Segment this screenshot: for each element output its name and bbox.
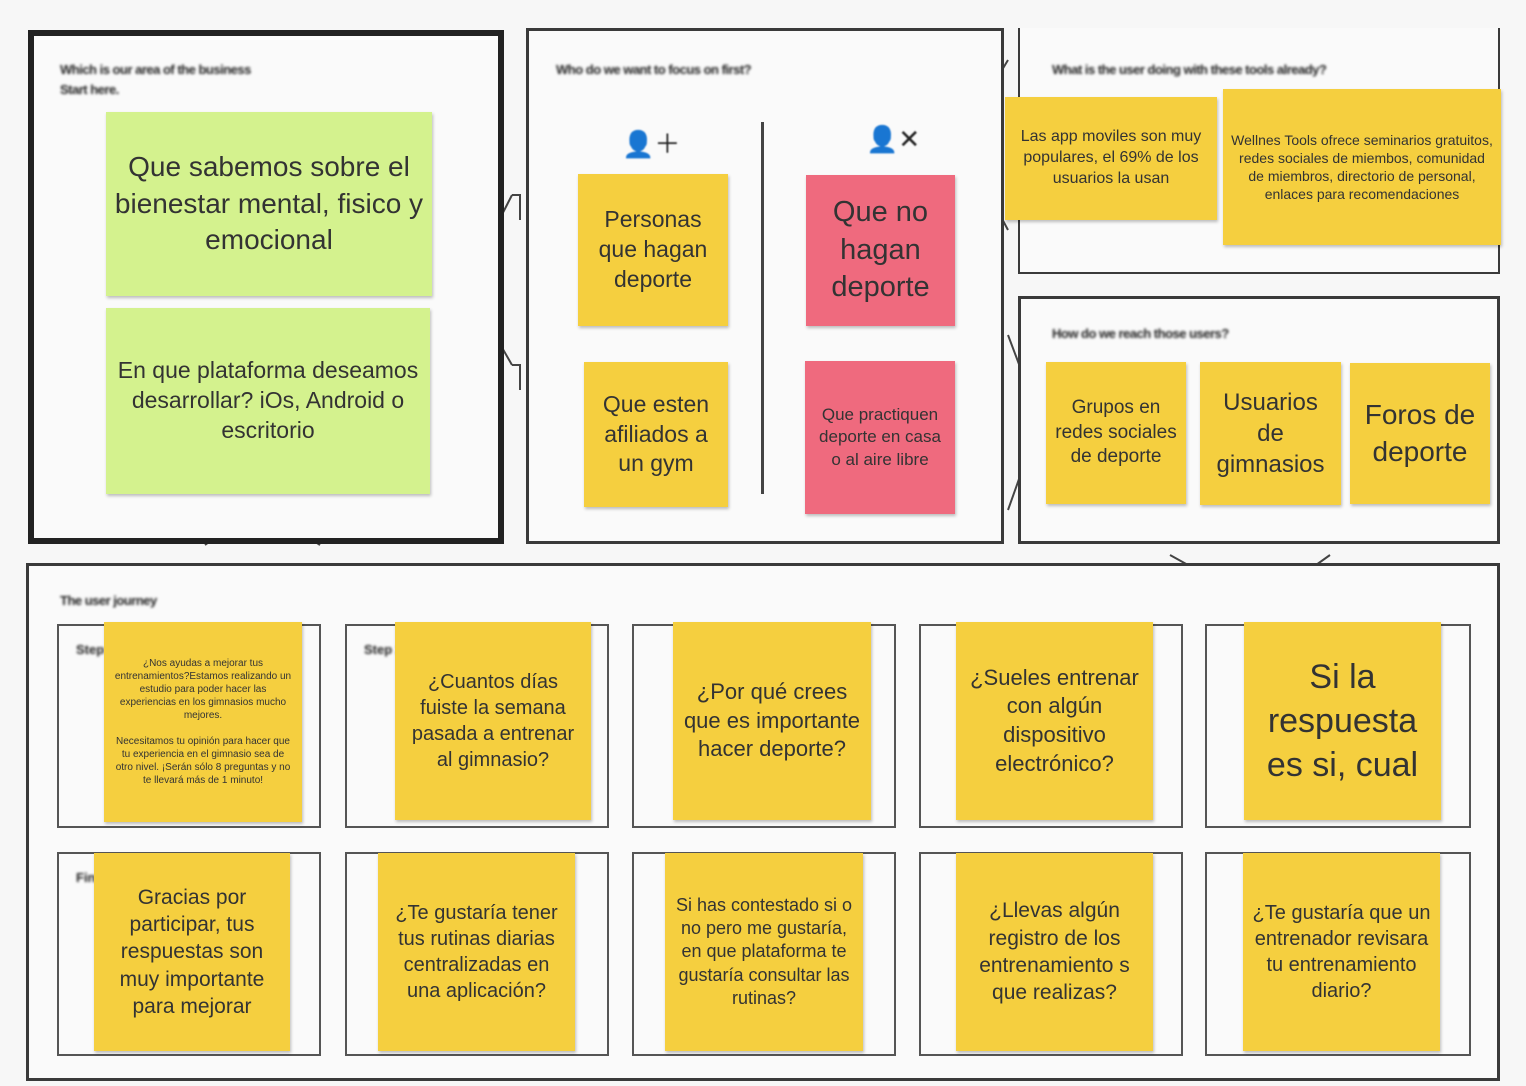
step-label: Step 2 (364, 642, 404, 657)
sticky-note[interactable]: ¿Te gustaría que un entrenador revisara … (1243, 853, 1440, 1051)
user-plus-icon: 👤＋ (622, 129, 681, 159)
sticky-note[interactable]: Que practiquen deporte en casa o al aire… (805, 361, 955, 514)
sticky-note[interactable]: En que plataforma deseamos desarrollar? … (106, 308, 430, 494)
sticky-note[interactable]: Grupos en redes sociales de deporte (1046, 362, 1186, 504)
reach-title: How do we reach those users? (1052, 326, 1229, 341)
sticky-note[interactable]: Gracias por participar, tus respuestas s… (94, 853, 290, 1051)
sticky-note[interactable]: Si la respuesta es si, cual (1244, 622, 1441, 820)
sticky-note[interactable]: ¿Te gustaría tener tus rutinas diarias c… (378, 853, 575, 1051)
sticky-note[interactable]: Que sabemos sobre el bienestar mental, f… (106, 112, 432, 296)
sticky-note[interactable]: Las app moviles son muy populares, el 69… (1005, 97, 1217, 220)
sticky-note[interactable]: ¿Llevas algún registro de los entrenamie… (956, 853, 1153, 1051)
sticky-note[interactable]: Foros de deporte (1350, 363, 1490, 504)
sticky-note[interactable]: Usuarios de gimnasios (1200, 362, 1341, 505)
timeline-title: The user journey (60, 593, 157, 608)
sticky-note[interactable]: ¿Por qué crees que es importante hacer d… (673, 622, 871, 820)
challenge-title: Which is our area of the business Start … (60, 62, 251, 97)
sticky-note[interactable]: Wellnes Tools ofrece seminarios gratuito… (1223, 89, 1501, 245)
customers-title: Who do we want to focus on first? (556, 62, 752, 77)
context-title: What is the user doing with these tools … (1052, 62, 1327, 77)
sticky-note[interactable]: Que esten afiliados a un gym (584, 362, 728, 507)
sticky-note[interactable]: Si has contestado si o no pero me gustar… (665, 853, 863, 1051)
user-x-icon: 👤✕ (866, 124, 921, 154)
sticky-note[interactable]: ¿Sueles entrenar con algún dispositivo e… (956, 622, 1153, 820)
customers-divider (761, 122, 764, 494)
sticky-note[interactable]: ¿Nos ayudas a mejorar tus entrenamientos… (104, 622, 302, 822)
sticky-note[interactable]: ¿Cuantos días fuiste la semana pasada a … (395, 622, 591, 820)
sticky-note[interactable]: Que no hagan deporte (806, 175, 955, 326)
sticky-note[interactable]: Personas que hagan deporte (578, 174, 728, 326)
